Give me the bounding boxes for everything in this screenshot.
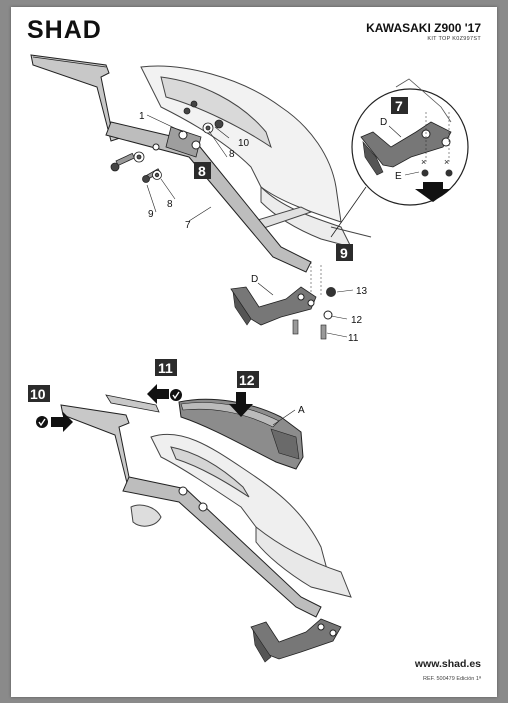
svg-text:9: 9 [340, 245, 348, 261]
step-badge-12: 12 [237, 371, 259, 388]
step-badge-8: 8 [194, 162, 211, 179]
top-case [178, 398, 304, 470]
label-part-8-lower: 8 [167, 199, 173, 210]
svg-text:10: 10 [30, 386, 46, 402]
assembly-illustration: 1 10 8 8 9 7 8 9 [28, 54, 469, 663]
instruction-sheet: SHAD KAWASAKI Z900 '17 KIT TOP K0Z997ST [11, 7, 497, 697]
label-part-7: 7 [185, 220, 191, 231]
label-part-9: 9 [148, 209, 154, 220]
svg-text:8: 8 [198, 163, 206, 179]
label-part-8-upper: 8 [229, 149, 235, 160]
brand-logo: SHAD [27, 16, 102, 44]
rack-assembly-bottom [60, 394, 342, 663]
svg-text:11: 11 [158, 360, 173, 376]
label-part-d-lower: D [251, 274, 258, 285]
label-part-1: 1 [139, 111, 145, 122]
insert-arrows [51, 384, 253, 432]
reference-code: REF. 500479 Edición 1ª [423, 676, 481, 682]
step-badge-9: 9 [336, 244, 353, 261]
bolt-set-top [110, 100, 224, 183]
label-part-13: 13 [356, 286, 368, 297]
label-part-12: 12 [351, 315, 363, 326]
detail-circle-step-7: × × 7 [330, 78, 469, 238]
label-part-10: 10 [238, 138, 250, 149]
passenger-peg-bracket-top [230, 262, 336, 340]
check-icons [36, 389, 182, 428]
label-part-a: A [298, 405, 305, 416]
label-part-d-upper: D [380, 117, 387, 128]
label-part-11: 11 [348, 333, 359, 344]
website-link: www.shad.es [414, 658, 481, 670]
svg-text:×: × [444, 157, 449, 167]
motorcycle-tail-bottom [130, 433, 352, 598]
kit-code: KIT TOP K0Z997ST [427, 36, 481, 42]
step-badge-11: 11 [155, 359, 177, 376]
step-badge-10: 10 [28, 385, 50, 402]
svg-text:×: × [421, 157, 426, 167]
rack-bar-7 [105, 121, 312, 273]
label-part-e: E [395, 171, 402, 182]
leader-lines-top [146, 114, 230, 222]
model-title: KAWASAKI Z900 '17 [366, 21, 481, 35]
svg-text:7: 7 [395, 98, 403, 114]
svg-text:12: 12 [239, 372, 255, 388]
